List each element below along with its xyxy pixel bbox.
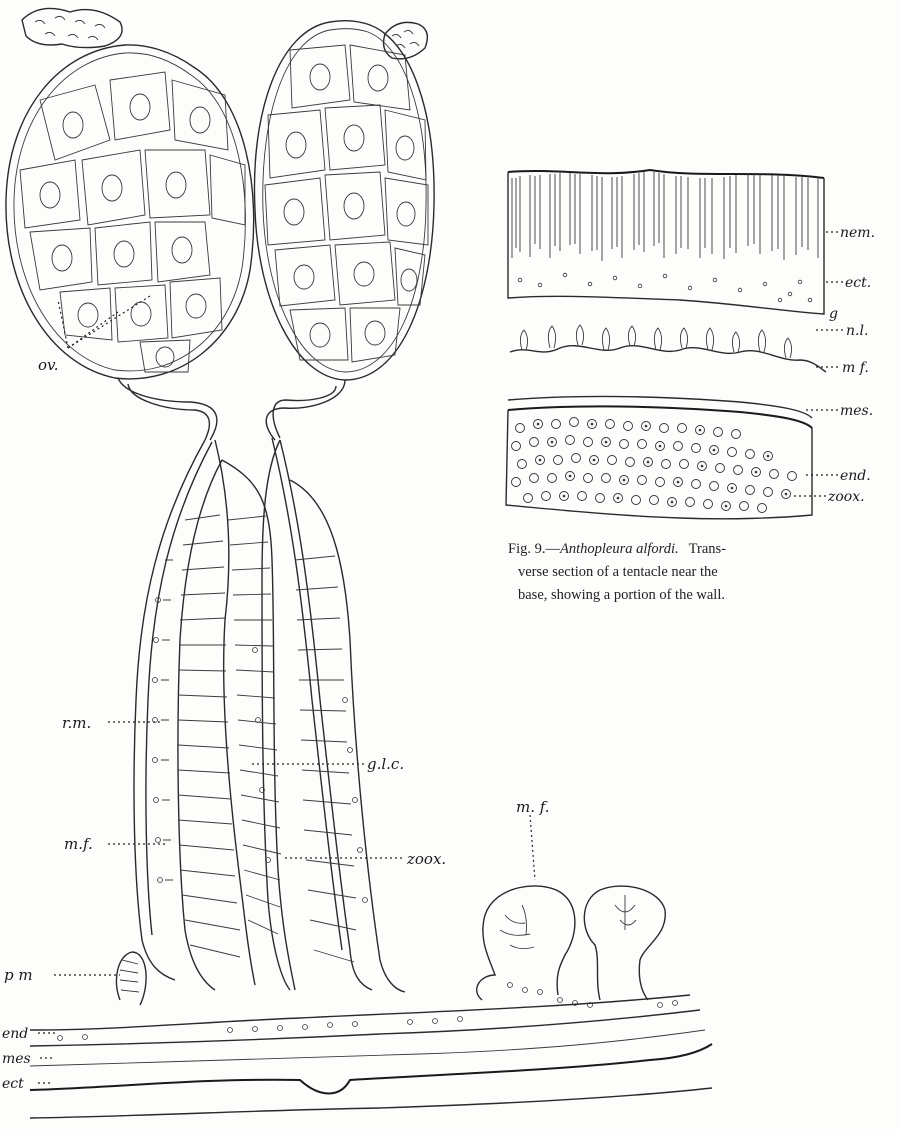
label-mesoglea: mes [2,1051,31,1067]
inset-label-zooxanthellae: zoox. [827,489,865,505]
debris-tuft-left [22,8,122,47]
caption-fig-number: Fig. 9.— [508,541,560,557]
body-wall-ectoderm-line [30,1044,712,1094]
mesentery-left-outer [134,440,205,980]
parietal-muscle [116,952,146,1005]
inset-section-drawing: nem. ect. g n.l. m f. mes. end. zoox. Fi… [506,170,875,603]
inset-muscle-tufts [520,325,791,358]
filament-texture-right [295,556,356,962]
label-mesenterial-filament-right: m. f. [516,798,550,816]
inset-mesoglea-lower [508,406,812,428]
ova-cells-right [265,45,428,362]
inset-ectoderm-dots [518,273,812,302]
label-ectoderm: ect [2,1076,24,1092]
caption-species: Anthopleura alfordi. [559,541,679,557]
inset-label-g: g [829,306,838,322]
inset-label-nematocysts: nem. [840,225,875,241]
label-glandular-cells: g.l.c. [367,755,404,773]
label-endoderm: end [2,1026,28,1042]
inset-label-muscle-fibres: m f. [842,360,869,376]
egg-capsule-left [6,45,254,379]
inset-label-endoderm: end. [840,468,871,484]
mesentery-right-outer [280,440,372,990]
small-mesentery-1 [477,886,575,1000]
ova-nuclei-left [40,94,210,367]
label-ova: ov. [38,356,59,374]
inset-label-mesoglea: mes. [840,403,873,419]
ova-cells-left [20,72,245,372]
label-parietal-muscle: p m [4,966,33,984]
label-retractor-muscle: r.m. [62,714,91,732]
inset-caption-line-2: verse section of a tentacle near the [518,564,718,580]
stalk-left [118,378,217,440]
inset-caption-line-3: base, showing a portion of the wall. [518,587,725,603]
label-mesenterial-filament: m.f. [64,835,93,853]
inset-muscle-fibre-line [510,346,826,372]
body-wall-outer-edge [30,1088,712,1118]
endoderm-cells-mesentery [153,598,368,903]
stalk-right [266,380,345,440]
debris-tuft-right [384,22,428,59]
inset-zooxanthellae-cells [512,418,797,513]
caption-line1-rest: Trans- [689,541,727,557]
inset-caption-line-1: Fig. 9.—Anthopleura alfordi. Trans- [508,541,726,557]
body-wall-endoderm-upper [30,995,690,1030]
mesentery-left-inner [222,460,295,990]
inset-label-nerve-layer: n.l. [846,323,868,339]
inset-nematocysts [512,172,818,261]
label-zooxanthellae: zoox. [406,850,446,868]
mesentery-right-inner [290,480,405,992]
inset-label-ectoderm: ect. [845,275,871,291]
body-wall-mesoglea [30,1030,705,1066]
